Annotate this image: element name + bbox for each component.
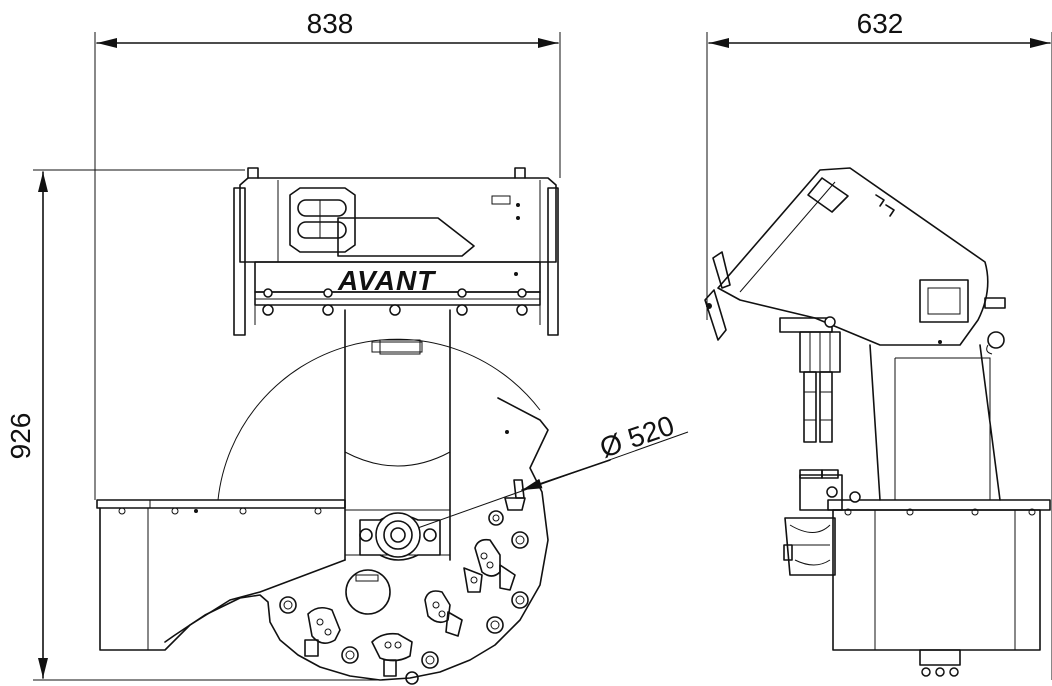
blade-hub xyxy=(345,512,441,615)
vertical-arm xyxy=(344,309,509,561)
width-dimension-label: 838 xyxy=(307,8,354,39)
side-base xyxy=(783,469,1051,677)
width-dimension: 838 xyxy=(94,8,561,500)
front-view: 838 926 Ø 520 xyxy=(5,8,689,685)
saw-blade xyxy=(164,338,549,681)
bolt-row xyxy=(262,288,528,316)
cutter-teeth xyxy=(279,479,529,685)
diameter-dimension: Ø 520 xyxy=(397,410,689,536)
height-dimension-label: 926 xyxy=(5,413,36,460)
side-column xyxy=(869,344,1001,501)
side-housing xyxy=(704,167,1006,355)
skid-plate xyxy=(96,499,346,651)
depth-dimension-label: 632 xyxy=(857,8,904,39)
brand-logo: AVANT xyxy=(337,265,437,296)
diameter-dimension-label: Ø 520 xyxy=(596,410,678,464)
height-dimension: 926 xyxy=(5,169,385,681)
hydraulic-motor xyxy=(779,316,841,443)
side-view: 632 xyxy=(704,8,1052,680)
mounting-frame: AVANT xyxy=(233,167,559,353)
depth-dimension: 632 xyxy=(706,8,1052,680)
